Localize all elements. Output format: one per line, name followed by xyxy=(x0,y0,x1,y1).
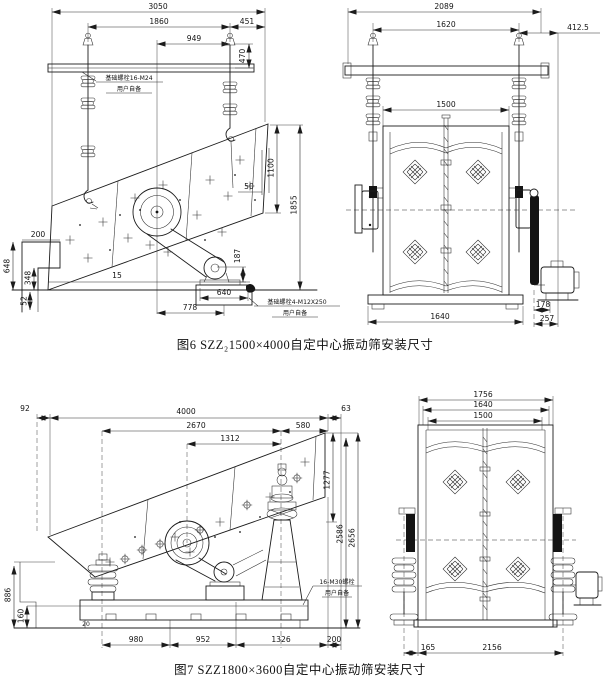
dim-clearance: 50 xyxy=(244,182,254,191)
figure7-drawing: 92 4000 63 2670 580 1312 1277 2586 2656 xyxy=(4,390,603,677)
dim-hanger-height: 470 xyxy=(238,49,247,64)
note-beam-bolt-2: 用户自备 xyxy=(117,85,141,93)
dim-hanger-spacing-end: 1620 xyxy=(436,20,455,29)
dim-base-height: 160 xyxy=(17,609,26,624)
fig6-drive: 640 xyxy=(132,187,256,306)
fig7-side-dimensions-top: 92 4000 63 2670 580 1312 xyxy=(20,404,351,650)
fig7-exciter-tower xyxy=(261,431,303,648)
dim-ground-clearance: 15 xyxy=(112,271,122,280)
fig6-right-hanger xyxy=(222,32,238,189)
fig7-end-dimensions-top: 1756 1640 1500 xyxy=(418,390,554,430)
fig7-base-bolt-note: 16-M30螺栓 用户自备 xyxy=(302,578,362,606)
fig6-chute: 200 648 348 52 xyxy=(3,230,318,313)
fig6-drive-arm-motor xyxy=(515,188,580,301)
fig7-right-suspension xyxy=(548,507,578,656)
fig6-motor-bolt-note: 基础螺栓4-M12X250 用户自备 xyxy=(248,297,340,318)
dim-base-width: 1640 xyxy=(430,312,449,321)
fig6-end-screen-body: 1500 xyxy=(346,100,576,310)
fig7-end-dimensions-bottom: 165 2156 xyxy=(403,630,564,656)
dim-hanger-offset: 412.5 xyxy=(567,23,589,32)
fig7-left-dims: 886 160 xyxy=(4,561,80,629)
dim-base-overhang: 20 xyxy=(82,621,90,628)
fig6-end-right-hanger xyxy=(509,32,527,253)
fig6-end-beam xyxy=(342,62,550,79)
fig7-spring-support xyxy=(87,431,119,648)
dim-chute-lower-height: 348 xyxy=(24,271,33,286)
dim-overall-width7: 1756 xyxy=(473,390,492,399)
dim-mid-width: 1640 xyxy=(473,400,492,409)
fig6-end-dimensions-bottom: 1640 178 257 xyxy=(367,290,559,327)
dim-pulley-to-hanger: 949 xyxy=(187,34,202,43)
fig7-end-screen-body xyxy=(396,424,576,628)
fig6-support-beam xyxy=(47,63,255,73)
dim-spring-spacing: 2156 xyxy=(482,643,501,652)
dim-overall-length7: 4000 xyxy=(176,407,195,416)
dim-screen-depth: 1100 xyxy=(267,158,276,177)
fig6-screen-body xyxy=(47,123,270,291)
dim-chute-top-width: 200 xyxy=(31,230,46,239)
dim-motor-mount-height: 187 xyxy=(233,249,242,264)
note-base-bolt-2: 用户自备 xyxy=(325,589,349,597)
note-motor-bolt-2: 用户自备 xyxy=(283,309,307,317)
dim-pulley-to-motor: 778 xyxy=(183,303,198,312)
dim-right-offset: 63 xyxy=(341,404,351,413)
fig7-screen-body xyxy=(47,432,326,578)
fig6-side-view: 3050 1860 451 949 470 基础螺栓16-M24 用户自备 xyxy=(3,2,340,318)
dim-spring-to-wall: 165 xyxy=(421,643,436,652)
dim-motor-base-width: 640 xyxy=(217,288,232,297)
fig7-left-suspension xyxy=(389,507,419,656)
figure6-caption: 图6 SZZ₂1500×4000自定中心振动筛安装尺寸 xyxy=(177,337,434,352)
dim-motor-offset-2: 257 xyxy=(540,314,555,323)
note-motor-bolt: 基础螺栓4-M12X250 xyxy=(267,298,326,306)
fig6-right-dims: 1100 1855 xyxy=(265,124,303,291)
fig7-side-view: 92 4000 63 2670 580 1312 1277 2586 2656 xyxy=(4,404,362,650)
dim-chute-height: 648 xyxy=(3,259,12,274)
fig6-end-dimensions-top: 2089 1620 412.5 xyxy=(347,2,600,327)
fig6-left-hanger xyxy=(80,32,99,210)
fig6-shaft-left xyxy=(354,184,379,234)
dim-pulley-to-exciter: 1312 xyxy=(220,434,239,443)
dim-overall-width: 2089 xyxy=(434,2,453,11)
note-base-bolt: 16-M30螺栓 xyxy=(319,578,354,586)
dim-total-height7: 2656 xyxy=(348,528,357,547)
dim-exciter-height: 1277 xyxy=(323,470,332,489)
fig6-side-dimensions-bottom: 187 778 15 50 xyxy=(112,182,262,316)
dim-motor-offset-1: 178 xyxy=(536,300,551,309)
fig7-base-frame: 20 xyxy=(13,599,361,629)
dim-end-overhang: 200 xyxy=(327,635,342,644)
note-beam-bolt: 基础螺栓16-M24 xyxy=(105,74,152,82)
fig6-end-view: 2089 1620 412.5 1500 xyxy=(342,2,600,327)
dim-pit-depth: 52 xyxy=(20,296,29,306)
dim-total-height: 1855 xyxy=(290,195,299,214)
dim-left-offset: 92 xyxy=(20,404,30,413)
fig6-side-dimensions-top: 3050 1860 451 949 470 xyxy=(51,2,266,314)
dim-chute-height7: 886 xyxy=(4,588,13,603)
dim-hanger-to-end: 451 xyxy=(240,17,255,26)
dim-pulley-to-exciter-base: 952 xyxy=(196,635,211,644)
figure7-caption: 图7 SZZ1800×3600自定中心振动筛安装尺寸 xyxy=(174,662,426,677)
dim-exciter-to-body-end: 1326 xyxy=(271,635,290,644)
dim-support-to-pulley: 980 xyxy=(129,635,144,644)
figure6-drawing: 3050 1860 451 949 470 基础螺栓16-M24 用户自备 xyxy=(3,2,600,352)
dim-height-to-corner: 2586 xyxy=(336,524,345,543)
fig7-motor xyxy=(570,571,603,606)
fig6-bolt-marks xyxy=(65,155,256,263)
fig6-beam-bolt-note: 基础螺栓16-M24 用户自备 xyxy=(81,71,163,94)
fig7-end-view: 1756 1640 1500 xyxy=(389,390,603,656)
dim-screen-width: 1500 xyxy=(436,100,455,109)
dim-body-length: 2670 xyxy=(186,421,205,430)
dim-exciter-to-end: 580 xyxy=(296,421,311,430)
dim-screen-width7: 1500 xyxy=(473,411,492,420)
dim-hanger-spacing: 1860 xyxy=(149,17,168,26)
fig7-bottom-dims: 980 952 1326 200 xyxy=(101,497,342,648)
dim-overall-length: 3050 xyxy=(148,2,167,11)
